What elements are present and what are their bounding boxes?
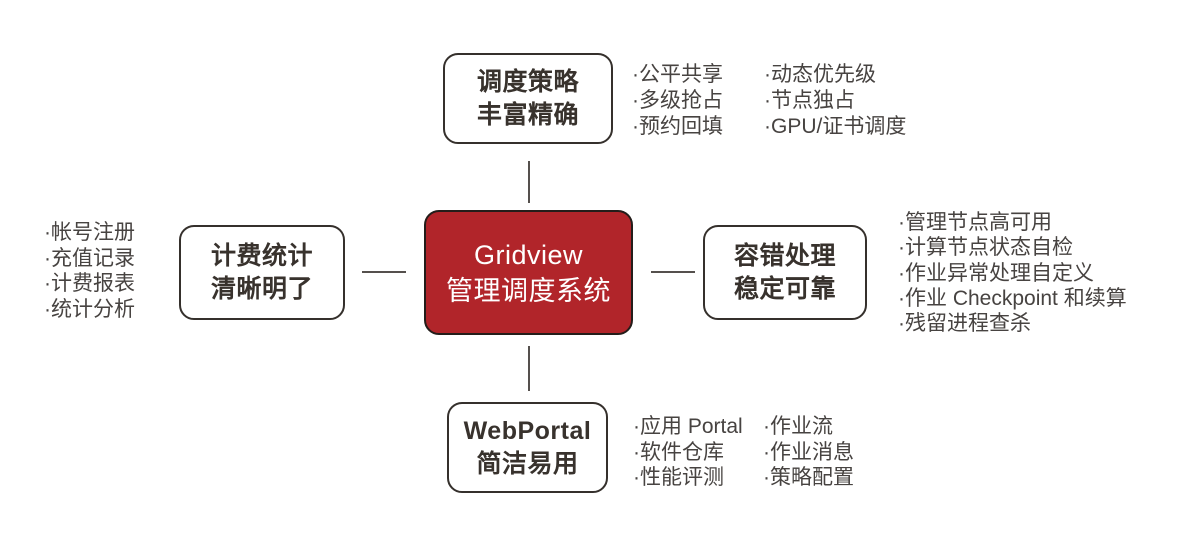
node-fault-tolerance: 容错处理 稳定可靠 — [703, 225, 867, 320]
webportal-bullets-col2: ·作业流 ·作业消息 ·策略配置 — [763, 414, 854, 491]
bullet-item: ·统计分析 — [44, 297, 135, 321]
bullet-item: ·动态优先级 — [764, 63, 876, 86]
bullet-item: ·GPU/证书调度 — [764, 115, 907, 138]
connector-center-to-bottom — [528, 346, 530, 391]
connector-center-to-right — [651, 271, 695, 273]
node-title-line2: 丰富精确 — [476, 100, 579, 129]
connector-center-to-top — [528, 161, 530, 203]
bullet-item: ·策略配置 — [763, 466, 854, 489]
node-title-line2: 稳定可靠 — [733, 274, 836, 303]
node-title-line1: 容错处理 — [733, 241, 836, 270]
scheduling-policy-bullets-col1: ·公平共享 ·多级抢占 ·预约回填 — [632, 62, 723, 140]
bullet-item: ·应用 Portal — [633, 415, 743, 438]
bullet-item: ·残留进程查杀 — [898, 312, 1031, 336]
scheduling-policy-bullets-col2: ·动态优先级 ·节点独占 ·GPU/证书调度 — [764, 62, 906, 140]
fault-tolerance-bullets: ·管理节点高可用 ·计算节点状态自检 ·作业异常处理自定义 ·作业 Checkp… — [898, 210, 1127, 336]
bullet-item: ·节点独占 — [764, 89, 855, 112]
bullet-item: ·作业异常处理自定义 — [898, 261, 1094, 285]
node-title-line2: 清晰明了 — [210, 274, 313, 303]
node-title-line1: WebPortal — [463, 416, 592, 445]
center-node-title-line2: 管理调度系统 — [446, 275, 611, 306]
node-title-line1: 调度策略 — [476, 67, 579, 96]
center-node-title-line1: Gridview — [473, 239, 584, 270]
bullet-item: ·充值记录 — [44, 246, 135, 270]
node-webportal: WebPortal 简洁易用 — [447, 402, 608, 493]
node-scheduling-policy: 调度策略 丰富精确 — [443, 53, 613, 144]
bullet-item: ·帐号注册 — [44, 221, 135, 244]
node-title-line1: 计费统计 — [210, 241, 313, 270]
bullet-item: ·作业消息 — [763, 440, 854, 464]
bullet-item: ·预约回填 — [632, 115, 723, 138]
webportal-bullets-col1: ·应用 Portal ·软件仓库 ·性能评测 — [633, 414, 743, 491]
center-node-gridview: Gridview 管理调度系统 — [424, 210, 633, 335]
bullet-item: ·计费报表 — [44, 272, 135, 295]
bullet-item: ·计算节点状态自检 — [898, 236, 1073, 260]
bullet-item: ·作业 Checkpoint 和续算 — [898, 286, 1127, 310]
node-title-line2: 简洁易用 — [476, 449, 579, 478]
bullet-item: ·软件仓库 — [633, 440, 724, 464]
bullet-item: ·管理节点高可用 — [898, 211, 1052, 234]
node-billing-statistics: 计费统计 清晰明了 — [179, 225, 345, 320]
bullet-item: ·作业流 — [763, 415, 833, 438]
bullet-item: ·性能评测 — [633, 466, 724, 489]
billing-statistics-bullets: ·帐号注册 ·充值记录 ·计费报表 ·统计分析 — [44, 220, 135, 322]
bullet-item: ·公平共享 — [632, 63, 723, 86]
bullet-item: ·多级抢占 — [632, 89, 723, 112]
connector-center-to-left — [362, 271, 406, 273]
